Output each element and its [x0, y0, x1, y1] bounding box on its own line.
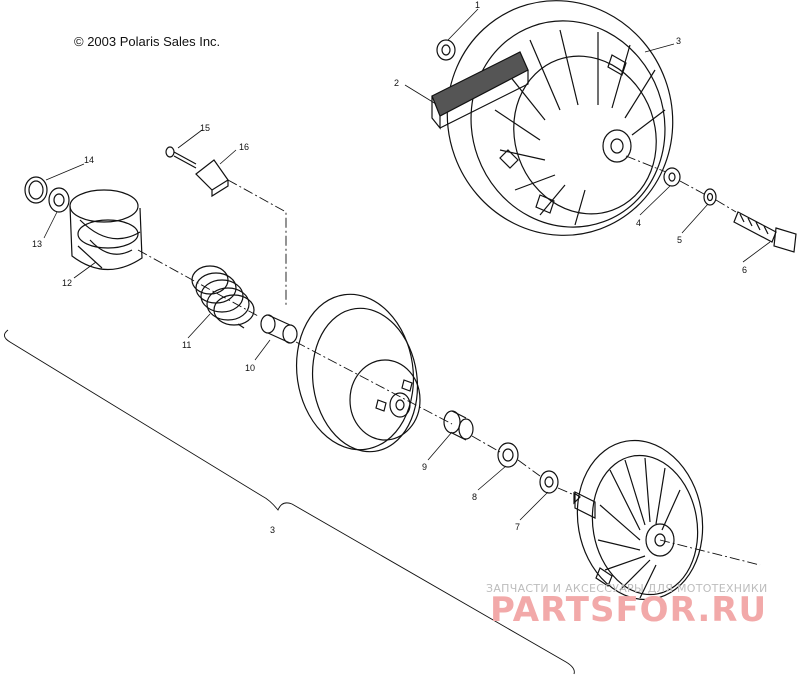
callout-3: 3: [676, 36, 681, 46]
stationary-sheave: [573, 439, 704, 601]
callout-3-assembly: 3: [270, 525, 275, 535]
callout-4: 4: [636, 218, 641, 228]
callout-12: 12: [62, 278, 72, 288]
callout-5: 5: [677, 235, 682, 245]
callout-labels: 1 2 3 4 5 6 7 8 9 10 11 12 13 14 15 16 3: [32, 0, 747, 535]
callout-2: 2: [394, 78, 399, 88]
washer-4: [663, 167, 681, 187]
washer-1: [436, 39, 456, 61]
watermark-brand: PARTSFOR.RU: [490, 590, 768, 630]
callout-15: 15: [200, 123, 210, 133]
callout-9: 9: [422, 462, 427, 472]
callout-10: 10: [245, 363, 255, 373]
callout-6: 6: [742, 265, 747, 275]
bolt-6: [733, 211, 797, 253]
callout-14: 14: [84, 155, 94, 165]
callout-13: 13: [32, 239, 42, 249]
callout-16: 16: [239, 142, 249, 152]
spring-11: [191, 265, 255, 329]
callout-7: 7: [515, 522, 520, 532]
callout-1: 1: [475, 0, 480, 10]
washer-8: [497, 442, 519, 468]
lock-washer-5: [703, 188, 717, 206]
callout-8: 8: [472, 492, 477, 502]
assembly-bracket: [4, 329, 575, 675]
cam-12: [69, 189, 143, 271]
washer-13: [48, 187, 70, 213]
watermark-tagline: ЗАПЧАСТИ И АКСЕССУАРЫ ДЛЯ МОТОТЕХНИКИ: [486, 582, 768, 595]
washer-7: [539, 470, 559, 494]
retaining-ring-14: [24, 176, 48, 204]
screw-15: [165, 146, 197, 169]
moveable-sheave: [295, 293, 421, 453]
assembly-centerline: [137, 155, 761, 566]
leader-lines: [43, 8, 771, 521]
drive-sheave: [446, 0, 674, 236]
bushing-10: [260, 314, 298, 344]
bushing-9: [443, 410, 474, 441]
drive-belt: [431, 51, 529, 130]
callout-11: 11: [182, 340, 191, 350]
copyright-text: © 2003 Polaris Sales Inc.: [74, 34, 221, 49]
weight-16: [195, 159, 229, 198]
